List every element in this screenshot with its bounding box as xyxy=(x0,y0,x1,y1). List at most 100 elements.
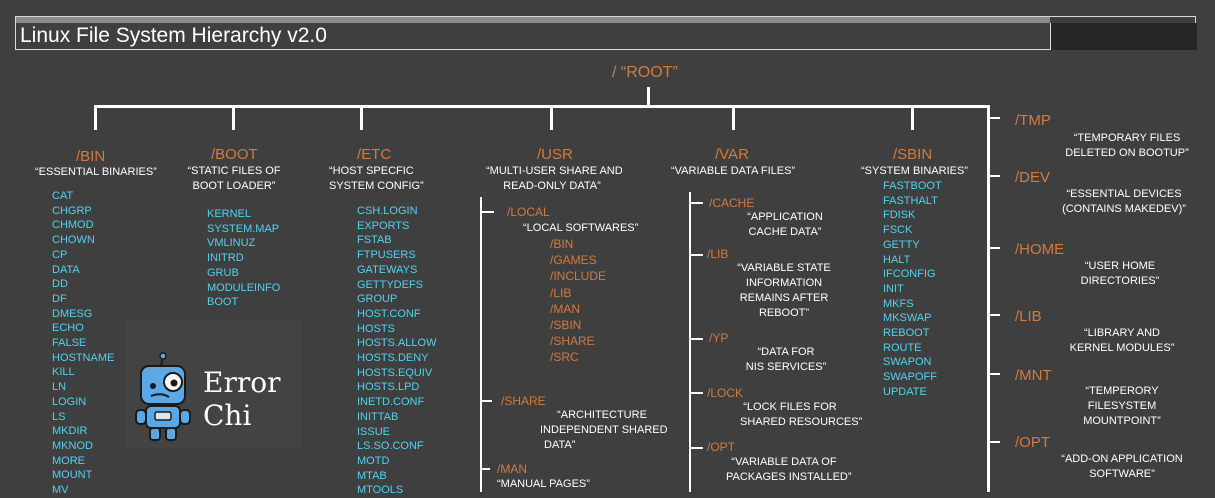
lib-tick xyxy=(989,314,1000,316)
usr-share-tick xyxy=(482,400,492,402)
list-item: VMLINUZ xyxy=(207,237,256,250)
list-item: INIT xyxy=(883,282,904,295)
mnt-description-line: MOUNTPOINT” xyxy=(1083,415,1161,427)
var-opt-description-line: “VARIABLE DATA OF xyxy=(731,456,837,468)
var-opt-description-line: PACKAGES INSTALLED” xyxy=(726,471,852,483)
list-item: HOSTS xyxy=(357,322,395,335)
boot-dir-label: /BOOT xyxy=(211,146,258,163)
list-item: FTPUSERS xyxy=(357,249,416,262)
list-item: MV xyxy=(52,484,69,497)
tmp-description-line: DELETED ON BOOTUP” xyxy=(1065,147,1189,159)
opt-description-line: SOFTWARE” xyxy=(1089,468,1155,480)
tree-horizontal-line xyxy=(94,105,989,108)
list-item: LS xyxy=(52,410,66,423)
list-item: CAT xyxy=(52,190,74,202)
list-item: LS.SO.CONF xyxy=(357,440,424,453)
var-lock-description-line: “LOCK FILES FOR xyxy=(743,401,837,413)
var-lib-description: “VARIABLE STATE INFORMATION REMAINS AFTE… xyxy=(736,261,832,321)
usr-description-line: “MULTI-USER SHARE AND xyxy=(486,165,623,177)
var-lock-label: /LOCK xyxy=(707,386,744,400)
var-lib-description-line: REMAINS AFTER xyxy=(739,292,829,304)
list-item: REBOOT xyxy=(883,327,930,340)
bin-file-list: CAT CHGRP CHMOD CHOWN CP DATA DD DF DMES… xyxy=(52,189,114,498)
list-item: CHGRP xyxy=(52,204,92,217)
list-item: ISSUE xyxy=(357,425,391,438)
list-item: SYSTEM.MAP xyxy=(207,222,280,235)
usr-description: “MULTI-USER SHARE AND READ-ONLY DATA” xyxy=(486,164,623,194)
list-item: DF xyxy=(52,292,67,305)
etc-dir-label: /ETC xyxy=(357,146,392,163)
list-item: MKSWAP xyxy=(883,312,932,325)
boot-description: “STATIC FILES OF BOOT LOADER” xyxy=(186,164,282,194)
list-item: GETTYDEFS xyxy=(357,278,424,291)
var-cache-tick xyxy=(691,202,703,204)
list-item: GATEWAYS xyxy=(357,263,418,276)
lib-description-line: KERNEL MODULES” xyxy=(1069,342,1175,354)
var-dir-label: /VAR xyxy=(715,146,749,163)
etc-file-list: CSH.LOGIN EXPORTS FSTAB FTPUSERS GATEWAY… xyxy=(357,204,436,498)
opt-description: “ADD-ON APPLICATION SOFTWARE” xyxy=(1058,452,1186,482)
boot-file-list: KERNEL SYSTEM.MAP VMLINUZ INITRD GRUB MO… xyxy=(207,207,280,310)
var-lib-description-line: “VARIABLE STATE xyxy=(737,262,831,274)
list-item: /LIB xyxy=(550,285,572,300)
usr-branch-line xyxy=(480,197,482,492)
dev-dir-label: /DEV xyxy=(1015,169,1051,186)
right-trunk-line xyxy=(987,105,990,492)
list-item: ECHO xyxy=(52,322,84,335)
list-item: MODULEINFO xyxy=(207,281,281,294)
list-item: EXPORTS xyxy=(357,219,410,232)
list-item: HOSTS.LPD xyxy=(357,381,420,394)
page-title: Linux File System Hierarchy v2.0 xyxy=(20,24,327,47)
list-item: DMESG xyxy=(52,307,93,320)
list-item: BOOT xyxy=(207,296,239,309)
sbin-description: “SYSTEM BINARIES” xyxy=(861,165,968,177)
bin-dir-label: /BIN xyxy=(76,148,106,165)
list-item: ROUTE xyxy=(883,341,922,354)
logo-text-line1: Error xyxy=(203,366,281,399)
root-label: / “ROOT” xyxy=(612,64,678,81)
list-item: /INCLUDE xyxy=(550,269,607,284)
var-cache-label: /CACHE xyxy=(709,196,755,210)
list-item: DD xyxy=(52,278,68,291)
home-description: “USER HOME DIRECTORIES” xyxy=(1072,259,1168,289)
tmp-tick xyxy=(989,117,1000,119)
usr-share-description-line: “ARCHITECTURE xyxy=(557,409,647,421)
dev-tick xyxy=(989,175,1000,177)
opt-dir-label: /OPT xyxy=(1015,434,1051,451)
list-item: FASTHALT xyxy=(883,194,938,207)
list-item: LN xyxy=(52,381,67,394)
list-item: FASTBOOT xyxy=(883,180,942,192)
list-item: MTOOLS xyxy=(357,484,404,497)
list-item: /MAN xyxy=(550,301,580,316)
tmp-description-line: “TEMPORARY FILES xyxy=(1073,132,1181,144)
lib-description-line: “LIBRARY AND xyxy=(1083,327,1160,339)
list-item: MKNOD xyxy=(52,439,93,452)
list-item: CHOWN xyxy=(52,234,95,247)
var-yp-description-line: “DATA FOR xyxy=(757,346,815,358)
var-lib-label: /LIB xyxy=(707,247,729,261)
var-opt-tick xyxy=(691,447,703,449)
title-bar-accent xyxy=(15,16,1050,23)
list-item: CSH.LOGIN xyxy=(357,205,418,217)
list-item: MOUNT xyxy=(52,469,93,482)
var-yp-description-line: NIS SERVICES” xyxy=(745,361,827,373)
list-item: /SBIN xyxy=(550,318,582,333)
list-item: SWAPOFF xyxy=(883,371,937,384)
list-item: DATA xyxy=(52,263,80,276)
dev-description: “ESSENTIAL DEVICES (CONTAINS MAKEDEV)” xyxy=(1058,187,1190,217)
var-cache-description-line: CACHE DATA” xyxy=(748,226,822,238)
usr-description-line: READ-ONLY DATA” xyxy=(503,180,601,192)
var-description: “VARIABLE DATA FILES” xyxy=(671,165,796,177)
list-item: INITRD xyxy=(207,252,244,265)
usr-man-label: /MAN xyxy=(497,462,527,476)
usr-local-tick xyxy=(482,211,494,213)
robot-logo-icon xyxy=(133,352,195,444)
tmp-description: “TEMPORARY FILES DELETED ON BOOTUP” xyxy=(1058,131,1196,161)
connector-etc xyxy=(360,105,363,130)
home-dir-label: /HOME xyxy=(1015,241,1065,258)
usr-share-description-line: DATA” xyxy=(544,439,576,451)
list-item: FSTAB xyxy=(357,234,392,247)
var-cache-description: “APPLICATION CACHE DATA” xyxy=(740,210,830,240)
var-opt-description: “VARIABLE DATA OF PACKAGES INSTALLED” xyxy=(726,455,852,485)
usr-local-subdirs: /BIN /GAMES /INCLUDE /LIB /MAN /SBIN /SH… xyxy=(550,236,606,366)
